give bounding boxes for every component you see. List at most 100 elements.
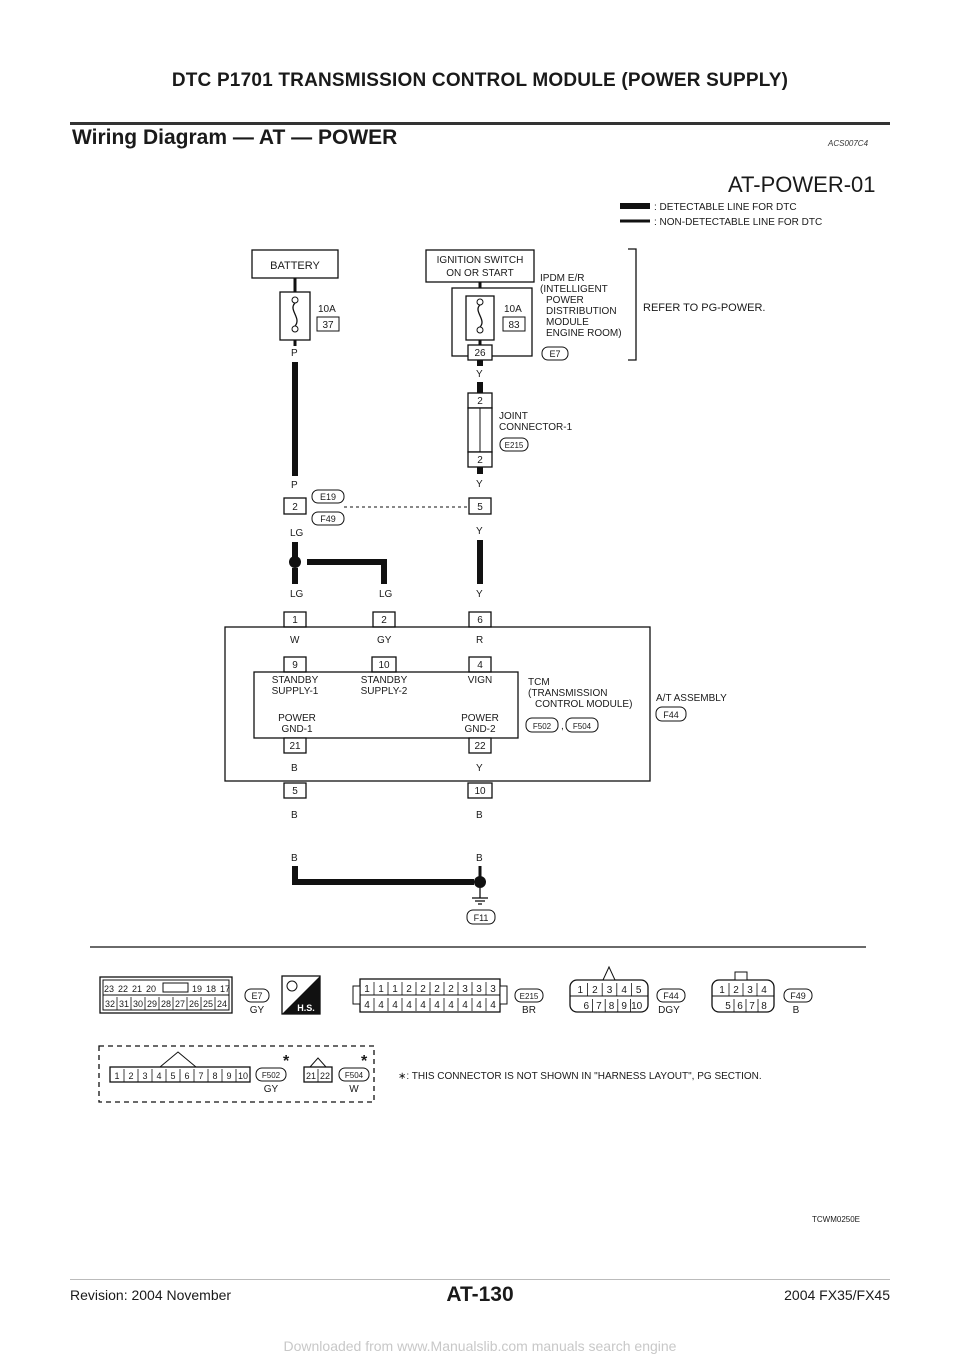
connector-pin: 6 <box>584 1001 590 1012</box>
conn-e19: E19 <box>320 492 336 502</box>
svg-text:Y: Y <box>476 763 483 774</box>
refer-label: REFER TO PG-POWER. <box>643 302 765 314</box>
svg-text:GY: GY <box>377 635 392 646</box>
svg-text:10: 10 <box>474 786 486 797</box>
connector-pin: 5 <box>636 985 642 996</box>
connector-pin: 6 <box>184 1071 189 1081</box>
header-rule <box>70 122 890 125</box>
svg-text:9: 9 <box>292 660 298 671</box>
connector-f44 <box>569 965 649 1013</box>
conn-f49: F49 <box>320 514 336 524</box>
ignition-box <box>425 249 535 283</box>
connector-pin: 5 <box>170 1071 175 1081</box>
connector-pin: 1 <box>392 984 398 995</box>
ground-label: F11 <box>474 913 489 923</box>
svg-text:B: B <box>291 810 298 821</box>
svg-text:VIGN: VIGN <box>468 675 492 686</box>
svg-text:B: B <box>291 763 298 774</box>
refer-bracket <box>628 248 637 361</box>
svg-text:5: 5 <box>292 786 298 797</box>
ground-splice <box>474 876 486 888</box>
svg-text:MODULE: MODULE <box>546 317 589 328</box>
connector-pin: 10 <box>631 1001 643 1012</box>
svg-text:H.S.: H.S. <box>297 1003 315 1013</box>
connector-pin: 4 <box>490 1000 496 1011</box>
svg-text:LG: LG <box>290 589 304 600</box>
svg-text:CONNECTOR-1: CONNECTOR-1 <box>499 422 573 433</box>
svg-text:W: W <box>290 635 300 646</box>
svg-text:22: 22 <box>474 741 486 752</box>
diagram-code: TCWM0250E <box>812 1215 860 1224</box>
connector-pin: 31 <box>119 999 129 1009</box>
svg-text:6: 6 <box>477 615 483 626</box>
connector-pin: 2 <box>448 984 454 995</box>
svg-text:SUPPLY-1: SUPPLY-1 <box>272 686 319 697</box>
connector-pin: 5 <box>725 1001 731 1012</box>
wire-p-bot: P <box>291 480 298 491</box>
svg-text:26: 26 <box>474 348 486 359</box>
connector-pin: 1 <box>578 985 584 996</box>
svg-text:(INTELLIGENT: (INTELLIGENT <box>540 284 608 295</box>
svg-text:GY: GY <box>250 1005 265 1016</box>
connector-pin: 3 <box>462 984 468 995</box>
connector-pin: 1 <box>719 985 725 996</box>
svg-text:*: * <box>283 1053 290 1070</box>
connector-pin: 21 <box>132 984 142 994</box>
connector-pin: 6 <box>737 1001 743 1012</box>
connector-pin: 4 <box>434 1000 440 1011</box>
fuse-left-amp: 10A <box>318 304 336 315</box>
connector-pin: 3 <box>490 984 496 995</box>
wire-p-top: P <box>291 348 298 359</box>
connector-pin: 3 <box>142 1071 147 1081</box>
page-number: AT-130 <box>446 1283 514 1306</box>
connector-pin: 4 <box>462 1000 468 1011</box>
connector-pin: 4 <box>156 1071 161 1081</box>
legend-non-detectable: : NON-DETECTABLE LINE FOR DTC <box>654 217 822 228</box>
svg-text:POWER: POWER <box>461 713 499 724</box>
svg-text:1: 1 <box>292 615 298 626</box>
svg-text:2: 2 <box>477 455 483 466</box>
connector-pin: 7 <box>198 1071 203 1081</box>
svg-text:JOINT: JOINT <box>499 411 528 422</box>
connector-pin: 4 <box>476 1000 482 1011</box>
svg-text:POWER: POWER <box>546 295 584 306</box>
svg-text:Y: Y <box>476 479 483 490</box>
connector-pin: 2 <box>733 985 739 996</box>
connector-pin: 30 <box>133 999 143 1009</box>
connector-pin: 32 <box>105 999 115 1009</box>
svg-text:LG: LG <box>379 589 393 600</box>
svg-text:21: 21 <box>289 741 301 752</box>
connector-pin: 8 <box>212 1071 217 1081</box>
fuse-left-no: 37 <box>322 320 334 331</box>
connector-pin: 8 <box>761 1001 767 1012</box>
connector-pin: 1 <box>114 1071 119 1081</box>
connector-pin: 3 <box>607 985 613 996</box>
svg-text:DGY: DGY <box>658 1005 680 1016</box>
svg-text:SUPPLY-2: SUPPLY-2 <box>361 686 408 697</box>
svg-text:F44: F44 <box>663 991 679 1001</box>
ground-wire <box>292 866 474 885</box>
connector-pin: 22 <box>320 1071 330 1081</box>
svg-text:F504: F504 <box>573 722 592 731</box>
connector-pin: 20 <box>146 984 156 994</box>
connector-pin: 4 <box>364 1000 370 1011</box>
connector-pin: 3 <box>476 984 482 995</box>
svg-text:IGNITION SWITCH: IGNITION SWITCH <box>437 255 524 266</box>
connector-pin: 29 <box>147 999 157 1009</box>
legend-detectable: : DETECTABLE LINE FOR DTC <box>654 202 797 213</box>
svg-text:POWER: POWER <box>278 713 316 724</box>
svg-text:(TRANSMISSION: (TRANSMISSION <box>528 688 607 699</box>
connector-pin: 23 <box>104 984 114 994</box>
svg-text:BR: BR <box>522 1005 536 1016</box>
connector-pin: 2 <box>420 984 426 995</box>
svg-text:GND-1: GND-1 <box>281 724 313 735</box>
connector-pin: 2 <box>434 984 440 995</box>
svg-text:STANDBY: STANDBY <box>272 675 319 686</box>
splice-left <box>289 556 301 568</box>
svg-text:B: B <box>476 810 483 821</box>
page-header: DTC P1701 TRANSMISSION CONTROL MODULE (P… <box>171 70 789 91</box>
connector-pin: 24 <box>217 999 227 1009</box>
svg-text:IPDM E/R: IPDM E/R <box>540 273 584 284</box>
footer-rule <box>70 1279 890 1280</box>
